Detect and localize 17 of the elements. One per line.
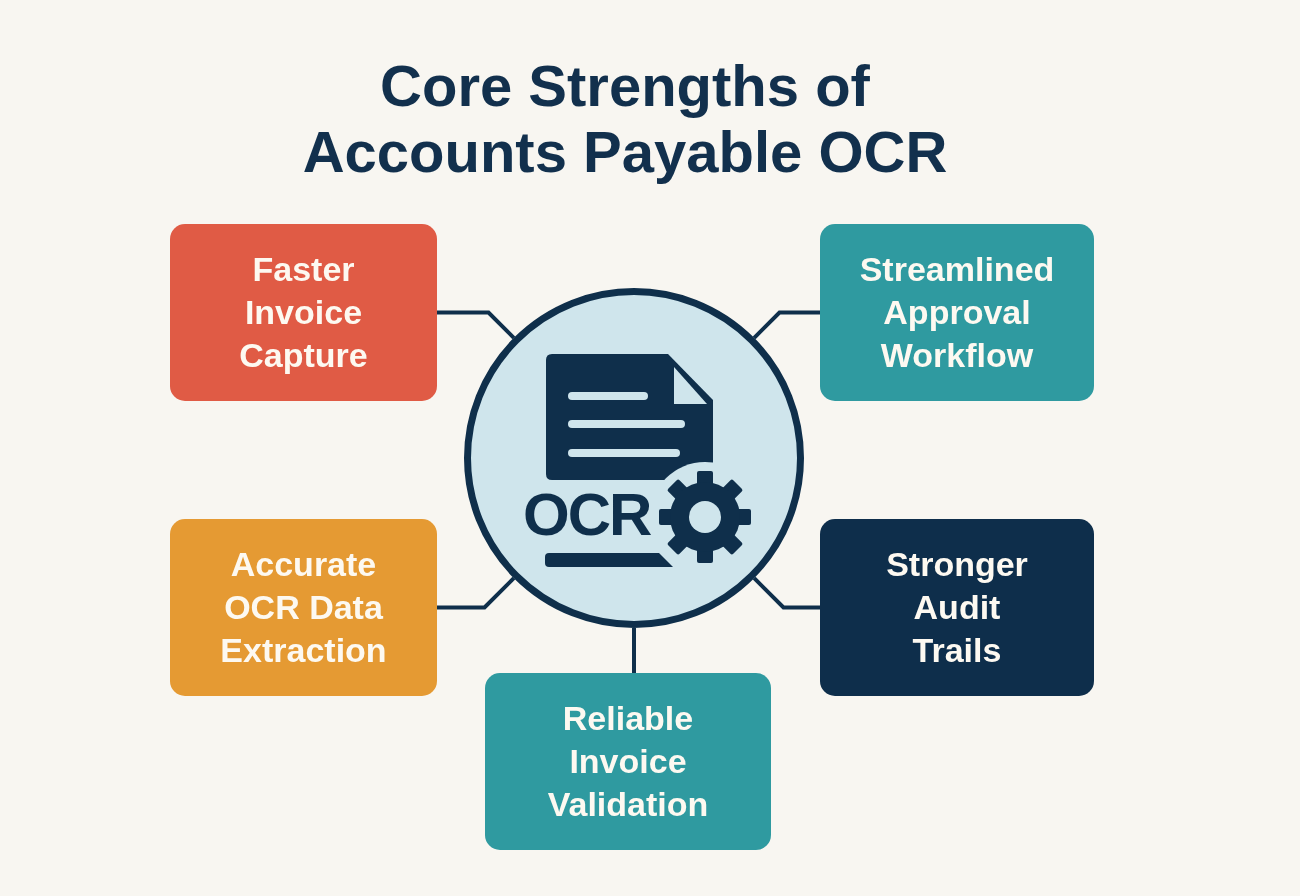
benefit-label: Stronger Audit Trails [885,544,1029,671]
connector-line [437,310,516,340]
benefit-label: Streamlined Approval Workflow [858,249,1056,376]
benefit-card [170,224,437,401]
benefit-label: Faster Invoice Capture [238,249,369,376]
benefit-label: Reliable Invoice Validation [546,698,710,825]
hub-label: OCR [523,485,651,545]
connector-line [632,628,636,673]
benefit-label: Accurate OCR Data Extraction [219,544,388,671]
diagram-title: Core Strengths of Accounts Payable OCR [301,53,949,185]
connector-line [752,310,820,340]
benefit-card [820,519,1094,696]
benefit-card [820,224,1094,401]
benefit-card [170,519,437,696]
benefit-card [485,673,771,850]
connector-line [752,576,820,610]
connector-line [437,576,516,610]
